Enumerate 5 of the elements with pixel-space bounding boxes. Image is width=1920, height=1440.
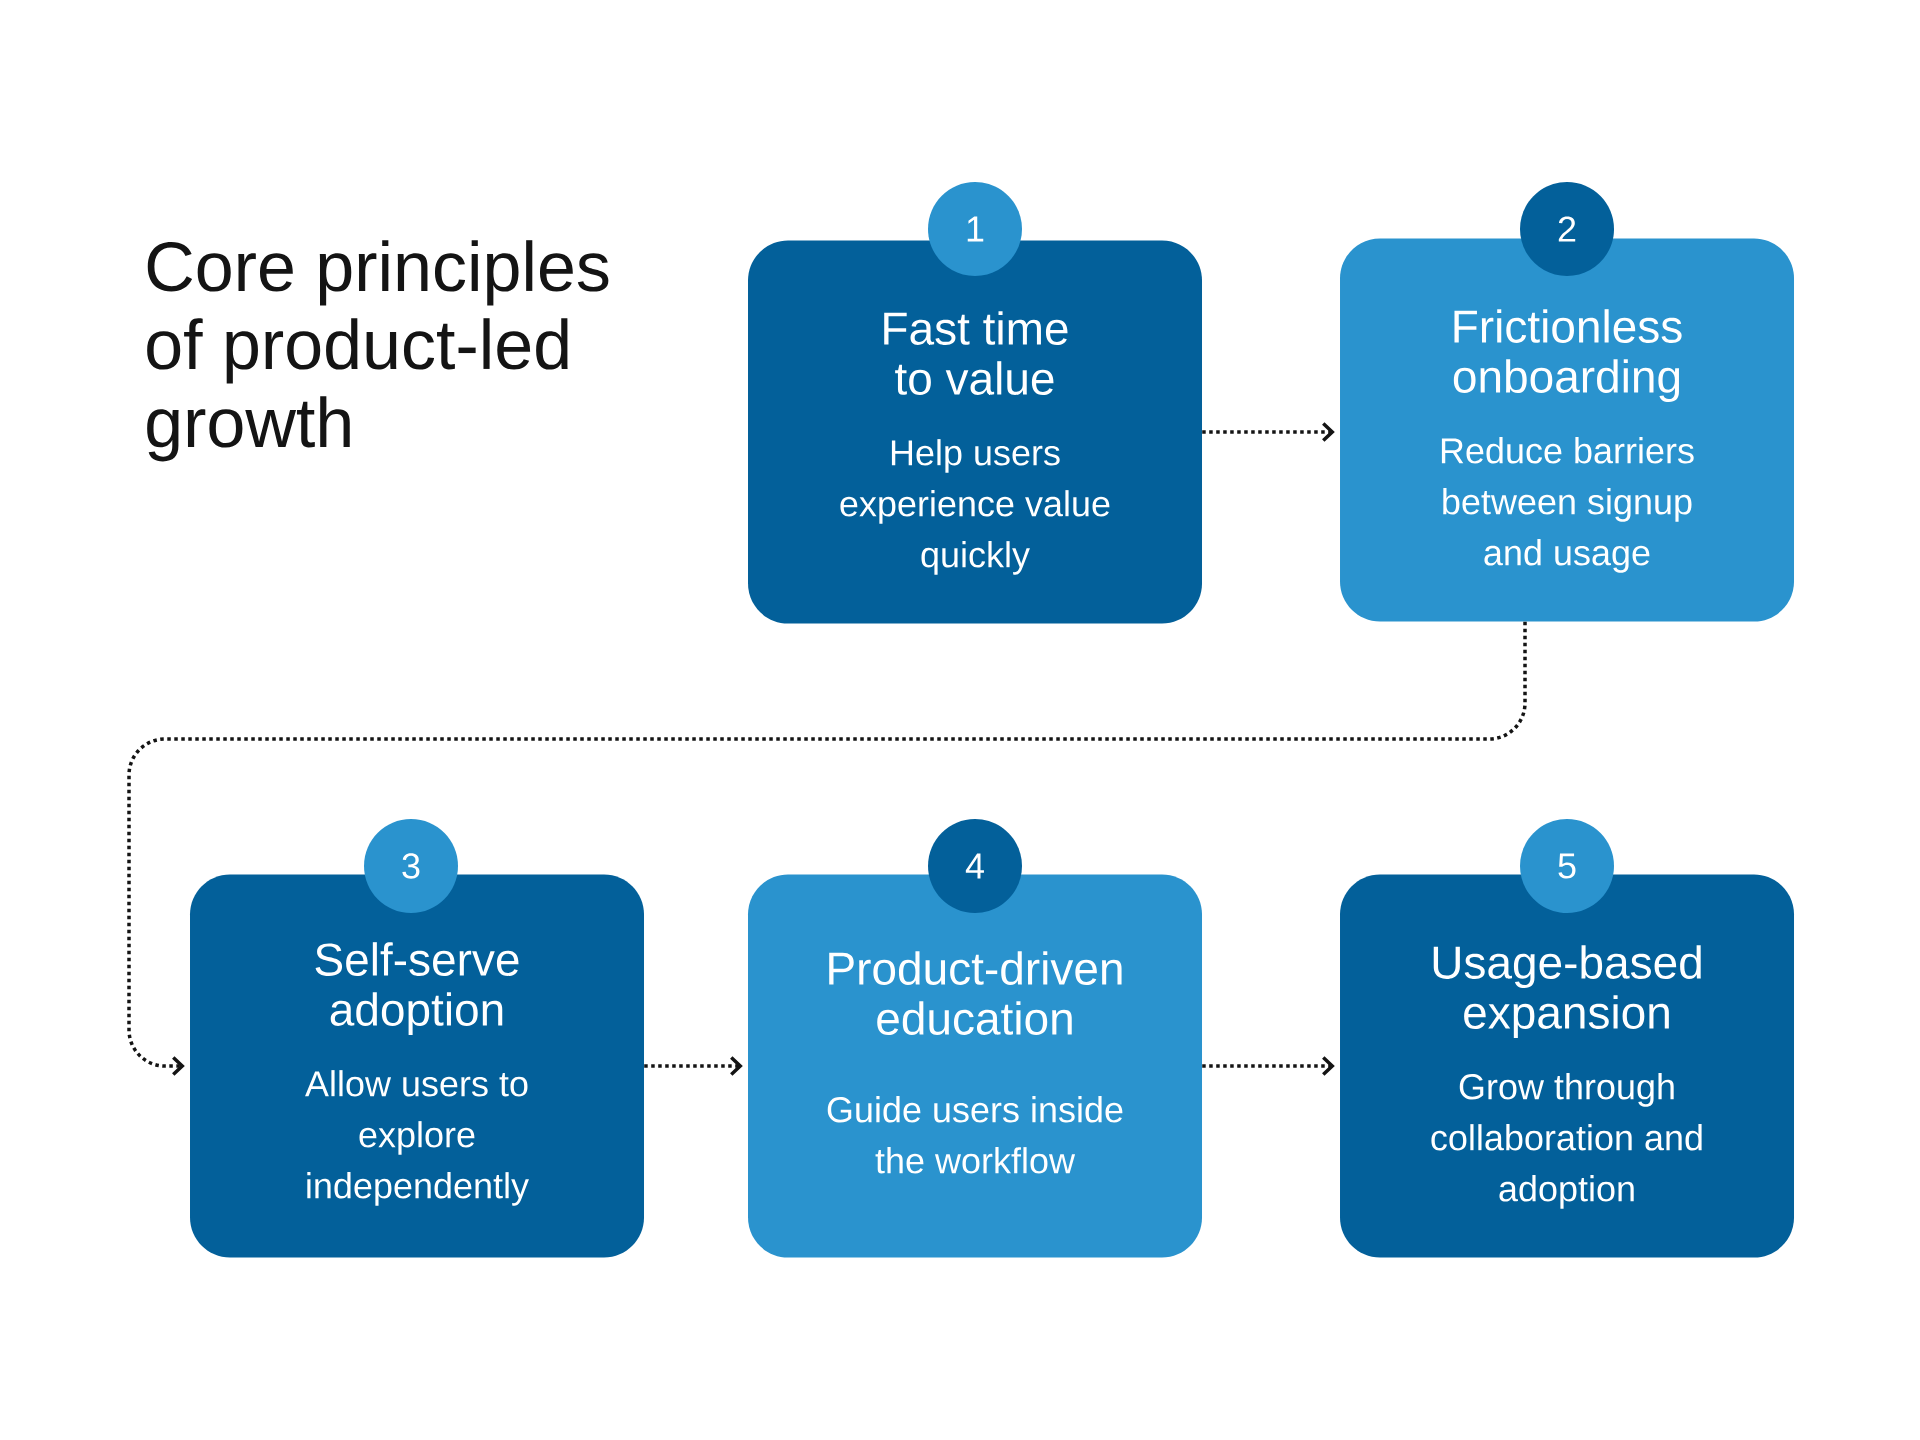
arrow — [1202, 1056, 1335, 1076]
arrow — [644, 1056, 743, 1076]
title: Core principles of product-led growth — [147, 240, 609, 462]
arrow — [1202, 422, 1335, 442]
arrow — [127, 621, 1527, 1076]
